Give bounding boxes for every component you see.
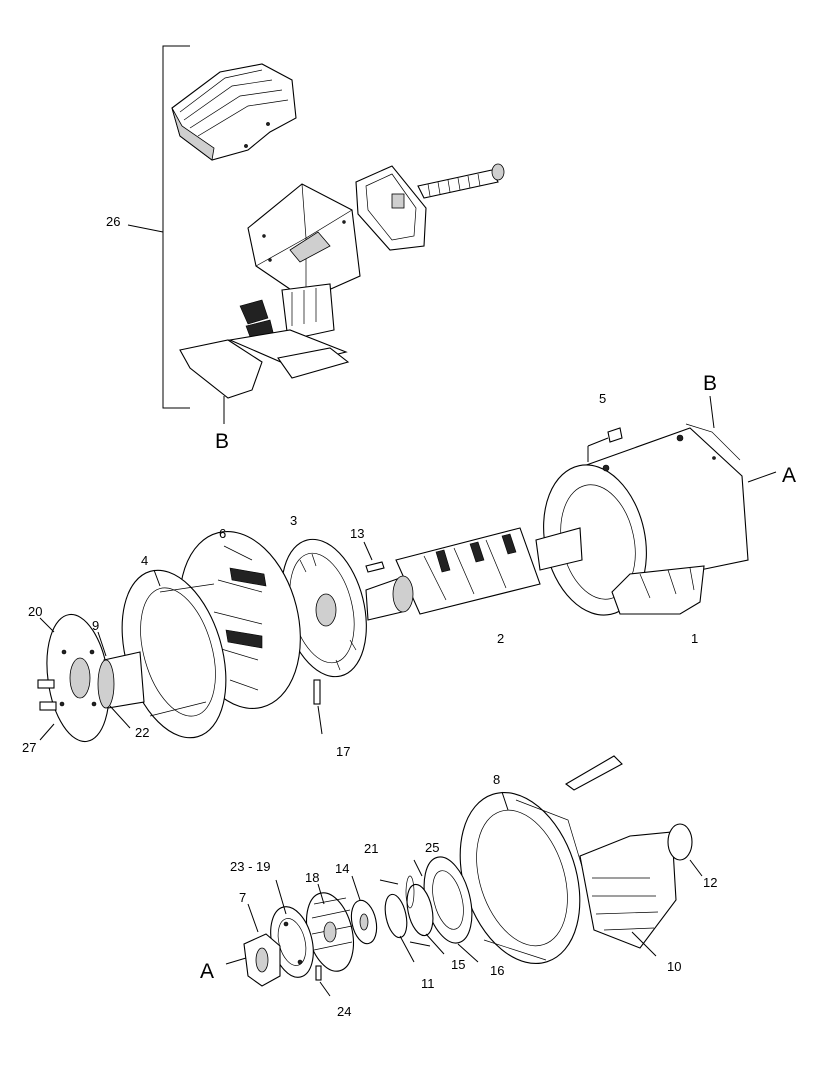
callout-18: 18 [305,870,319,885]
washer-14 [350,875,378,945]
callout-16: 16 [490,963,504,978]
callout-6: 6 [219,526,226,541]
callout-9: 9 [92,618,99,633]
callout-12: 12 [703,875,717,890]
bolt-24 [315,965,331,997]
fan-3 [281,538,367,678]
group-26-bracket [127,45,190,409]
callout-8: 8 [493,772,500,787]
hub-9 [97,631,145,709]
callout-2: 2 [497,631,504,646]
callout-24: 24 [337,1004,351,1019]
callout-11: 11 [421,976,435,991]
reference-leaders [709,395,777,483]
callout-17: 17 [336,744,350,759]
cover-12 [667,823,703,877]
terminal-block-assembly [179,283,350,424]
callout-22: 22 [135,725,149,740]
spring-washer-25 [379,859,423,909]
callout-27: 27 [22,740,36,755]
coupling-disc-20 [37,613,110,743]
rectifier-23-19 [270,879,314,978]
frame-housing-1 [543,423,749,616]
callout-23-19: 23 - 19 [230,859,270,874]
callout-26: 26 [106,214,120,229]
callout-10: 10 [667,959,681,974]
callout-5: 5 [599,391,606,406]
bolts-22-27 [39,705,131,741]
ref-label-b-lower: B [215,430,229,453]
callout-13: 13 [350,526,364,541]
bolt-17 [313,679,323,735]
cover-plate [565,755,623,791]
callout-4: 4 [141,553,148,568]
callout-25: 25 [425,840,439,855]
key-13 [363,541,385,573]
terminal-box-cover [171,63,297,161]
callout-20: 20 [28,604,42,619]
cable-conduit [417,163,505,199]
callout-15: 15 [451,957,465,972]
exciter-stator-16 [423,856,479,963]
terminal-box-gasket-plate [355,165,427,251]
callout-14: 14 [335,861,349,876]
callout-7: 7 [239,890,246,905]
screen-10 [579,831,677,957]
exciter-rotor-18 [306,883,354,972]
rotor-shaft-assembly-2 [365,527,583,621]
terminal-box-panel [247,183,361,301]
callout-1: 1 [691,631,698,646]
bolt-5 [587,427,623,462]
callout-21: 21 [364,841,378,856]
bearing-11 [384,893,415,963]
callout-3: 3 [290,513,297,528]
ref-label-a-lower: A [200,960,214,983]
ref-label-a-upper: A [782,464,796,487]
ref-label-b-upper: B [703,372,717,395]
plate-7 [225,903,281,987]
